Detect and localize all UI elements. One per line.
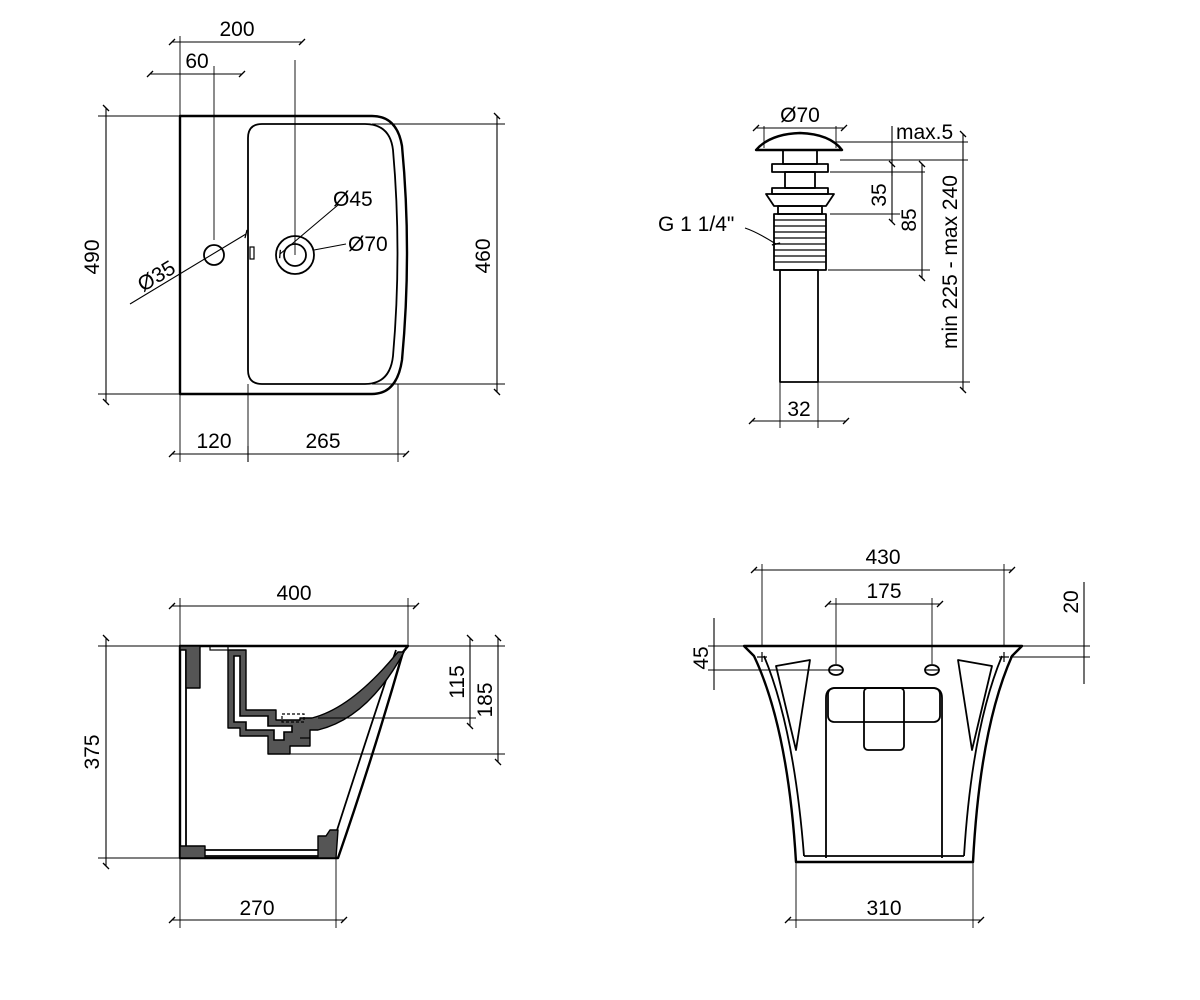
drain-thread <box>774 219 826 263</box>
drain-32-label: 32 <box>787 398 810 421</box>
front-drain-block <box>863 687 905 751</box>
front-45-label: 45 <box>690 646 713 669</box>
front-430-label: 430 <box>865 546 900 569</box>
side-view: 400 375 115 185 270 <box>81 582 505 928</box>
drain-dimensions: Ø70 max.5 35 85 min 225 - max 240 G 1 1/… <box>658 104 970 428</box>
side-wall-section <box>179 645 201 689</box>
dim-dia45-label: Ø45 <box>333 188 373 211</box>
front-175-label: 175 <box>866 580 901 603</box>
side-foot-right <box>317 829 339 859</box>
drain-tailpiece <box>779 269 819 383</box>
front-20-label: 20 <box>1060 590 1083 613</box>
side-view-outline <box>178 644 410 860</box>
drain-outline <box>754 131 844 383</box>
front-left-cutout <box>775 659 811 751</box>
side-375-label: 375 <box>81 734 104 769</box>
side-foot-left <box>179 845 206 859</box>
dim-dia35-label: Ø35 <box>134 256 180 296</box>
front-view: 430 175 20 45 310 <box>690 546 1090 928</box>
drain-view: Ø70 max.5 35 85 min 225 - max 240 G 1 1/… <box>658 104 970 428</box>
side-400-label: 400 <box>276 582 311 605</box>
top-view-dimensions: 200 60 490 460 120 265 Ø35 <box>81 18 505 462</box>
drain-thread-label: G 1 1/4" <box>658 213 734 236</box>
side-270-label: 270 <box>239 897 274 920</box>
side-115-label: 115 <box>446 665 469 698</box>
front-right-cutout <box>957 659 993 751</box>
dim-265-label: 265 <box>305 430 340 453</box>
front-view-outline <box>742 644 1024 864</box>
drain-max5-label: max.5 <box>896 121 953 144</box>
dim-460-label: 460 <box>472 238 495 273</box>
side-view-dimensions: 400 375 115 185 270 <box>81 582 505 928</box>
drain-range-label: min 225 - max 240 <box>939 175 962 349</box>
dim-200-label: 200 <box>219 18 254 41</box>
tap-hole <box>203 244 225 266</box>
drain-dia70-label: Ø70 <box>780 104 820 127</box>
dim-490-label: 490 <box>81 239 104 274</box>
dim-60-label: 60 <box>185 50 208 73</box>
top-view: 200 60 490 460 120 265 Ø35 <box>81 18 505 462</box>
dim-dia70-label: Ø70 <box>348 233 388 256</box>
drain-85-label: 85 <box>898 208 921 231</box>
front-view-dimensions: 430 175 20 45 310 <box>690 546 1090 928</box>
front-310-label: 310 <box>866 897 901 920</box>
drain-35-label: 35 <box>868 183 891 206</box>
dim-120-label: 120 <box>196 430 231 453</box>
side-185-label: 185 <box>474 682 497 717</box>
